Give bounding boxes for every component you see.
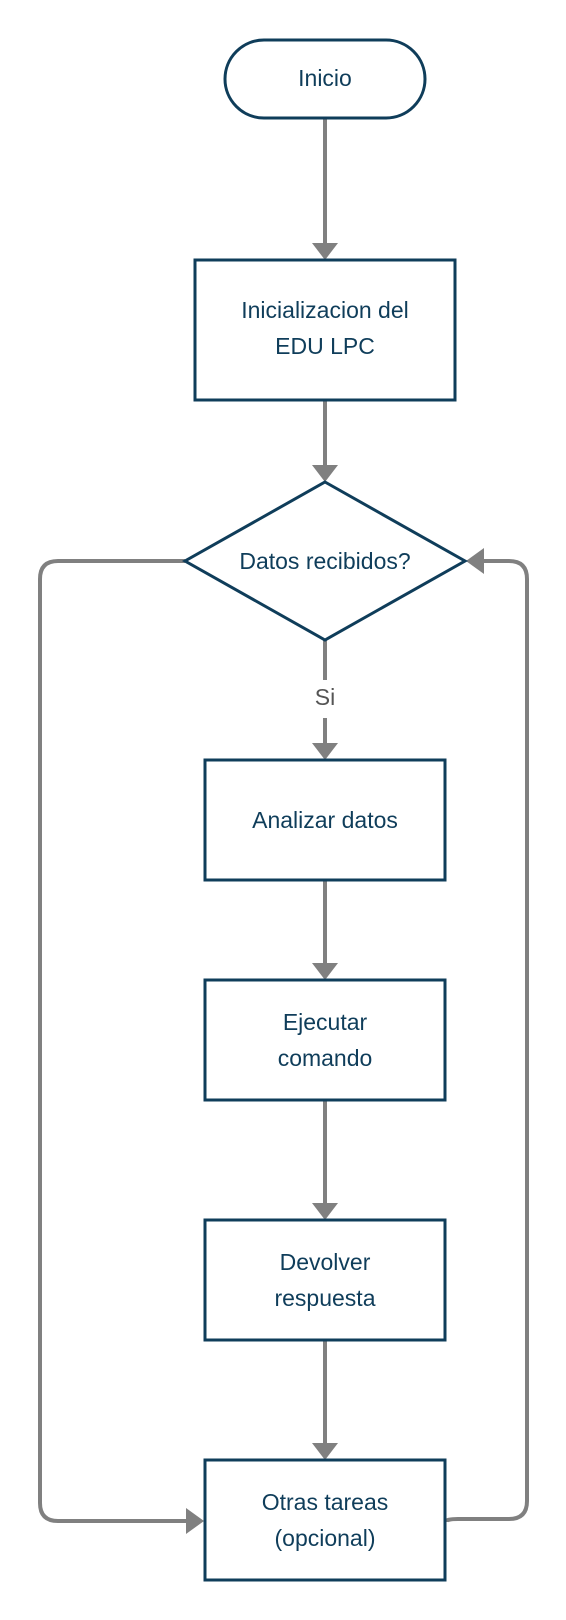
node-inicializacion: Inicializacion del EDU LPC <box>193 258 457 402</box>
process-shape <box>203 758 447 882</box>
edge-decision-to-otras-loop <box>38 559 186 1523</box>
node-ejecutar-label-line-1: Ejecutar <box>283 1009 368 1035</box>
node-analizar: Analizar datos <box>203 758 447 882</box>
node-devolver: Devolver respuesta <box>203 1218 447 1342</box>
arrowhead-ejecutar <box>312 963 338 980</box>
edge-otras-to-decision-loop <box>444 559 529 1523</box>
arrowhead-otras-left <box>186 1508 204 1534</box>
node-devolver-label-line-1: Devolver <box>280 1249 371 1275</box>
arrowhead-init <box>312 243 338 260</box>
node-inicio: Inicio <box>223 38 427 120</box>
process-shape <box>203 1458 447 1582</box>
node-inicio-label: Inicio <box>298 65 352 91</box>
decision-shape <box>181 480 469 642</box>
process-shape <box>203 978 447 1102</box>
arrowhead-otras-top <box>312 1443 338 1460</box>
arrowhead-devolver <box>312 1203 338 1220</box>
node-otras-label-line-2: (opcional) <box>275 1525 376 1551</box>
node-analizar-label: Analizar datos <box>252 807 398 833</box>
node-devolver-label-line-2: respuesta <box>274 1285 375 1311</box>
terminator-shape <box>223 38 427 120</box>
process-shape <box>203 1218 447 1342</box>
node-decision-label: Datos recibidos? <box>239 548 410 574</box>
edge-label-si: Si <box>315 684 335 710</box>
node-otras: Otras tareas (opcional) <box>203 1458 447 1582</box>
node-otras-label-line-1: Otras tareas <box>262 1489 389 1515</box>
connectors <box>38 117 529 1534</box>
process-shape <box>193 258 457 402</box>
node-ejecutar: Ejecutar comando <box>203 978 447 1102</box>
arrowhead-analizar <box>312 743 338 760</box>
arrowhead-decision-top <box>312 465 338 482</box>
arrowhead-decision-right <box>466 548 484 574</box>
node-decision: Datos recibidos? <box>181 480 469 642</box>
node-inicializacion-label-line-2: EDU LPC <box>275 333 375 359</box>
node-inicializacion-label-line-1: Inicializacion del <box>241 297 408 323</box>
node-ejecutar-label-line-2: comando <box>278 1045 373 1071</box>
